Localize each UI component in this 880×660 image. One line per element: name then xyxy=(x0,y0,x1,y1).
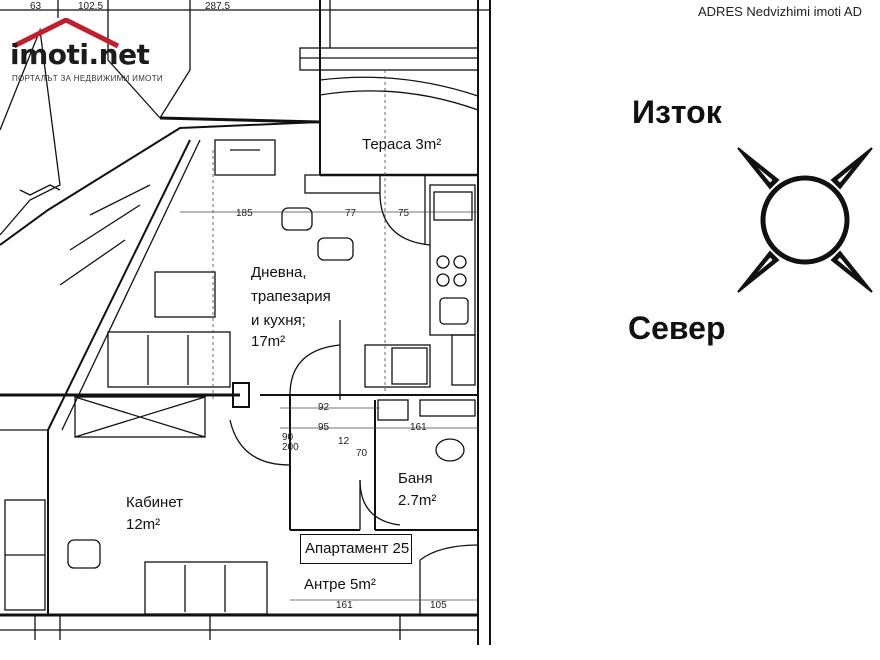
hall-label: Антре 5m² xyxy=(304,576,376,593)
dim-d4: 92 xyxy=(318,402,330,413)
living-label-3: и кухня; xyxy=(251,312,306,329)
apartment-label-box: Апартамент 25 xyxy=(300,534,412,564)
logo-brand: imoti.net xyxy=(10,38,150,71)
dim-d8: 200 xyxy=(282,442,299,453)
compass-rose-icon xyxy=(737,147,873,293)
dim-d3: 75 xyxy=(398,208,410,219)
east-label: Изток xyxy=(632,94,722,130)
north-label: Север xyxy=(628,310,726,346)
imoti-logo: imoti.net ПОРТАЛЪТ ЗА НЕДВИЖИМИ ИМОТИ xyxy=(6,18,176,88)
dim-d2: 77 xyxy=(345,208,357,219)
bath-area: 2.7m² xyxy=(398,492,437,509)
dim-d10: 161 xyxy=(336,600,353,611)
dim-d5: 95 xyxy=(318,422,330,433)
dim-top-b: 102.5 xyxy=(78,1,104,12)
terrace-label: Тераса 3m² xyxy=(362,136,442,153)
bath-label: Баня xyxy=(398,470,433,487)
study-area: 12m² xyxy=(126,516,161,533)
dim-d6: 161 xyxy=(410,422,427,433)
logo-tagline: ПОРТАЛЪТ ЗА НЕДВИЖИМИ ИМОТИ xyxy=(12,74,163,83)
floor-plan xyxy=(0,0,491,645)
dim-d11: 105 xyxy=(430,600,447,611)
left-outer-wall xyxy=(0,27,61,236)
roof-icon xyxy=(12,18,120,48)
dim-top-c: 287.5 xyxy=(205,1,231,12)
living-area: 17m² xyxy=(251,333,286,350)
living-label-2: трапезария xyxy=(251,288,331,305)
dim-d1: 185 xyxy=(236,208,253,219)
dim-d12: 12 xyxy=(338,436,350,447)
apartment-label: Апартамент 25 xyxy=(305,540,410,557)
study-label: Кабинет xyxy=(126,494,184,511)
dim-top-a: 63 xyxy=(30,1,42,12)
agency-watermark: ADRES Nedvizhimi imoti AD xyxy=(698,4,862,19)
dim-d7: 90 xyxy=(282,432,294,443)
dim-d9: 70 xyxy=(356,448,368,459)
living-label-1: Дневна, xyxy=(251,264,307,281)
